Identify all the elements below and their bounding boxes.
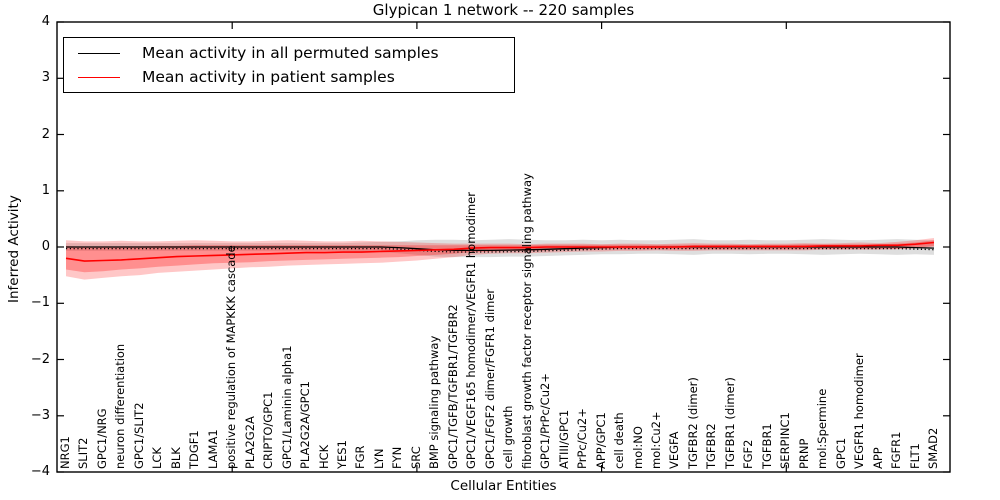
x-category-label: APP bbox=[870, 447, 885, 469]
x-category-label: SMAD2 bbox=[926, 427, 940, 469]
x-category-label: PrPc/Cu2+ bbox=[575, 408, 590, 469]
legend-label-patient: Mean activity in patient samples bbox=[142, 68, 395, 86]
x-category-label: GPC1/FGF2 dimer/FGFR1 dimer bbox=[482, 288, 497, 469]
x-category-label: PLA2G2A/GPC1 bbox=[298, 381, 313, 469]
legend-entry-patient: Mean activity in patient samples bbox=[78, 68, 514, 86]
x-category-label: mol:Cu2+ bbox=[648, 411, 663, 469]
black-dotted-line bbox=[66, 247, 935, 253]
y-tick-label: 0 bbox=[41, 239, 50, 254]
legend-entry-permuted: Mean activity in all permuted samples bbox=[78, 44, 514, 62]
x-category-label: PRNP bbox=[796, 438, 811, 469]
x-category-label: FGF2 bbox=[741, 439, 756, 469]
x-category-label: positive regulation of MAPKKK cascade bbox=[224, 245, 239, 469]
y-tick-label: −2 bbox=[30, 351, 50, 367]
x-category-label: FYN bbox=[390, 446, 405, 469]
x-category-label: TGFBR1 (dimer) bbox=[722, 377, 737, 469]
y-tick-label: −3 bbox=[30, 407, 50, 423]
x-category-label: APP/GPC1 bbox=[593, 412, 608, 469]
y-tick-label: 4 bbox=[41, 14, 50, 29]
x-category-label: GPC1/VEGF165 homodimer/VEGFR1 homodimer bbox=[464, 192, 479, 469]
x-category-label: SRC bbox=[408, 446, 423, 469]
x-category-label: FLT1 bbox=[907, 443, 922, 469]
x-category-label: GPC1/PrPc/Cu2+ bbox=[538, 373, 553, 469]
x-category-label: SLIT2 bbox=[76, 437, 91, 469]
x-category-label: LAMA1 bbox=[205, 429, 220, 469]
x-category-label: GPC1/TGFB/TGFBR1/TGFBR2 bbox=[445, 304, 460, 469]
x-category-label: HCK bbox=[316, 444, 331, 469]
legend-line-sample-permuted bbox=[78, 52, 120, 54]
y-tick-label: 1 bbox=[41, 182, 50, 198]
x-category-label: GPC1/Laminin alpha1 bbox=[279, 345, 294, 469]
x-category-label: CRIPTO/GPC1 bbox=[261, 391, 276, 470]
x-category-label: cell growth bbox=[501, 405, 516, 469]
x-category-label: SERPINC1 bbox=[778, 412, 793, 469]
x-category-label: GPC1/NRG bbox=[94, 408, 109, 469]
x-category-label: LCK bbox=[150, 447, 165, 469]
x-category-label: fibroblast growth factor receptor signal… bbox=[519, 173, 534, 469]
x-category-label: cell death bbox=[612, 412, 627, 469]
x-category-label: neuron differentiation bbox=[113, 343, 128, 469]
y-tick-label: −1 bbox=[30, 295, 50, 311]
x-category-label: YES1 bbox=[335, 440, 350, 469]
legend: Mean activity in all permuted samples Me… bbox=[63, 37, 515, 93]
red-mean-line bbox=[65, 241, 935, 262]
x-category-label: VEGFA bbox=[667, 431, 682, 469]
x-category-label: NRG1 bbox=[58, 436, 72, 469]
chart-title: Glypican 1 network -- 220 samples bbox=[372, 1, 635, 19]
x-category-label: FGR bbox=[353, 445, 368, 469]
x-category-label: BLK bbox=[168, 447, 183, 469]
x-category-label: ATIII/GPC1 bbox=[556, 409, 571, 469]
x-category-label: BMP signaling pathway bbox=[427, 335, 442, 469]
x-category-label: TGFBR2 bbox=[704, 423, 719, 469]
x-category-label: TGFBR1 bbox=[759, 423, 774, 469]
x-axis-label: Cellular Entities bbox=[450, 478, 557, 494]
x-category-label: FGFR1 bbox=[889, 431, 904, 469]
y-tick-label: 3 bbox=[41, 70, 50, 86]
legend-line-sample-patient bbox=[78, 76, 120, 78]
x-category-label: LYN bbox=[371, 448, 386, 469]
x-category-label: PLA2G2A bbox=[242, 416, 257, 469]
x-category-label: GPC1 bbox=[833, 437, 848, 469]
x-category-label: mol:NO bbox=[630, 426, 645, 469]
x-category-label: mol:Spermine bbox=[815, 388, 830, 469]
legend-label-permuted: Mean activity in all permuted samples bbox=[142, 44, 439, 62]
x-category-label: VEGFR1 homodimer bbox=[852, 353, 867, 469]
y-tick-label: −4 bbox=[30, 464, 50, 479]
x-category-label: TGFBR2 (dimer) bbox=[685, 377, 700, 469]
y-tick-label: 2 bbox=[41, 126, 50, 142]
x-category-label: GPC1/SLIT2 bbox=[131, 402, 146, 469]
x-category-label: TDGF1 bbox=[187, 430, 202, 469]
